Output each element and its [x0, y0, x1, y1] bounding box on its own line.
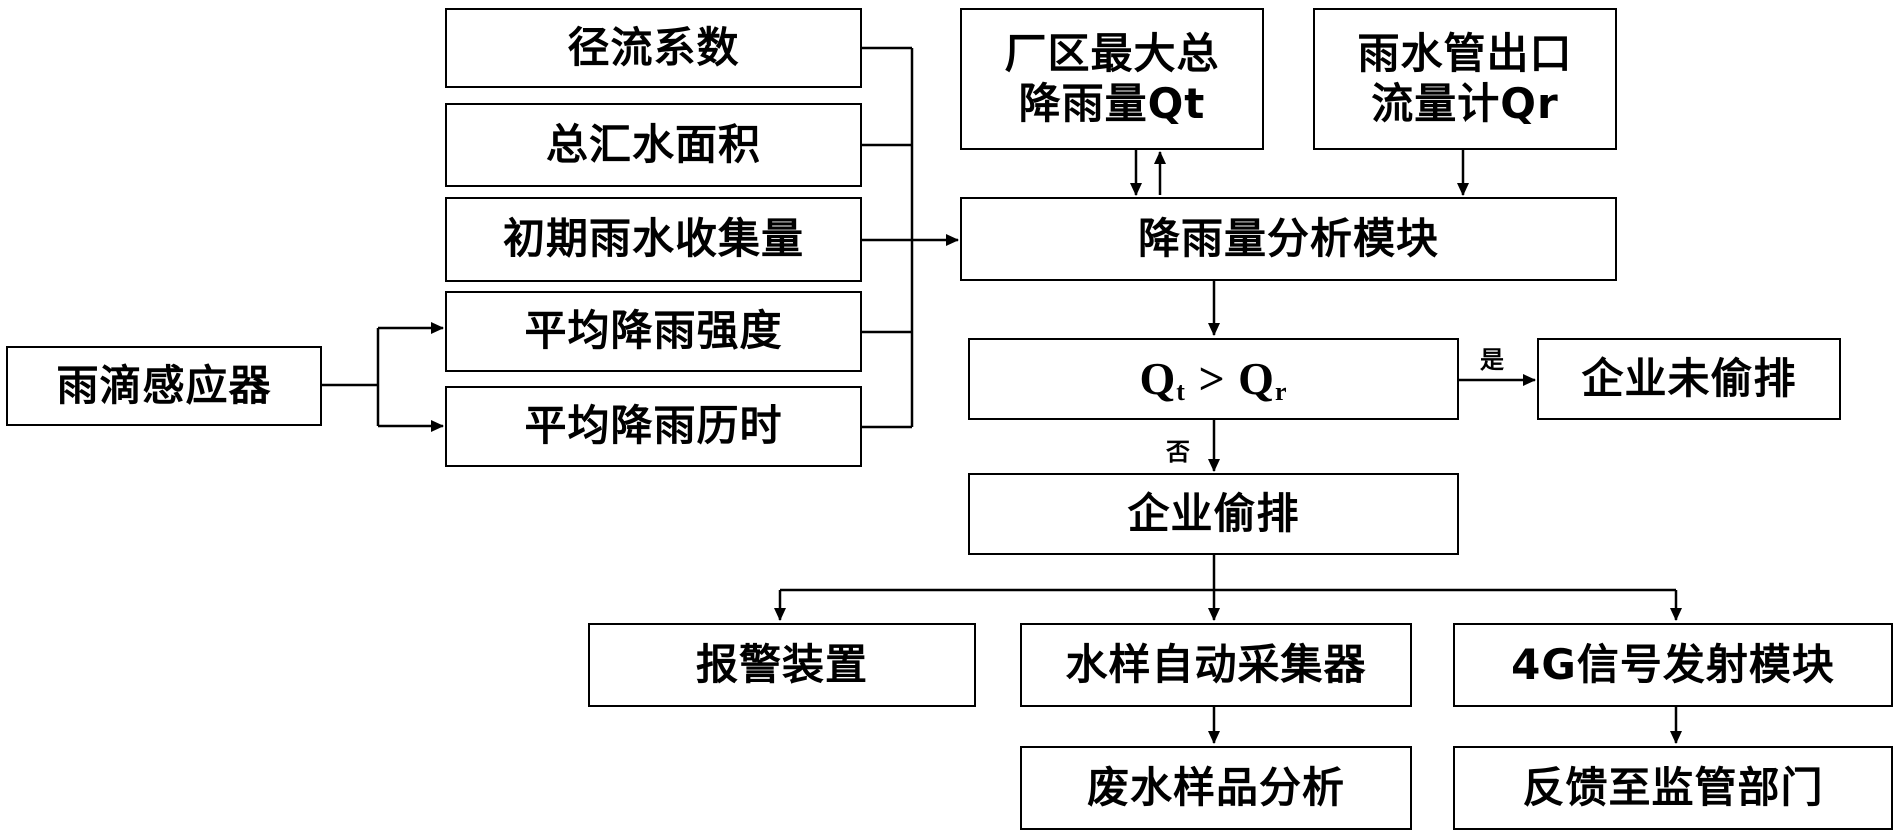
label-yes: 是: [1480, 346, 1504, 374]
comparison-left: Q: [1139, 352, 1177, 404]
label-alarm-device: 报警装置: [695, 639, 868, 689]
comparison-expression: Qt > Qr: [1140, 351, 1288, 407]
label-initial-rain-collection: 初期雨水收集量: [502, 214, 804, 264]
box-runoff-coefficient: 径流系数: [445, 8, 862, 88]
label-no: 否: [1166, 438, 1190, 466]
label-feedback-regulator: 反馈至监管部门: [1522, 762, 1824, 812]
label-no-illegal-discharge: 企业未偷排: [1581, 353, 1797, 403]
comparison-left-sub: t: [1176, 376, 1186, 406]
label-catchment-area: 总汇水面积: [545, 119, 761, 169]
box-water-sampler: 水样自动采集器: [1020, 623, 1412, 707]
box-avg-rain-duration: 平均降雨历时: [445, 386, 862, 467]
comparison-right: Q: [1238, 352, 1275, 404]
label-pipe-outlet-flowmeter-line2: 流量计Qr: [1371, 79, 1559, 128]
box-raindrop-sensor: 雨滴感应器: [6, 346, 322, 426]
label-runoff-coefficient: 径流系数: [567, 22, 740, 72]
box-comparison: Qt > Qr: [968, 338, 1459, 420]
box-initial-rain-collection: 初期雨水收集量: [445, 197, 862, 282]
box-signal-module: 4G信号发射模块: [1453, 623, 1893, 707]
label-signal-module: 4G信号发射模块: [1511, 639, 1835, 689]
box-plant-max-rainfall: 厂区最大总 降雨量Qt: [960, 8, 1264, 150]
box-wastewater-analysis: 废水样品分析: [1020, 746, 1412, 830]
comparison-right-sub: r: [1274, 376, 1288, 406]
label-avg-rain-duration: 平均降雨历时: [524, 401, 783, 451]
label-water-sampler: 水样自动采集器: [1065, 639, 1367, 689]
label-plant-max-rainfall-line1: 厂区最大总: [1004, 28, 1220, 78]
box-catchment-area: 总汇水面积: [445, 103, 862, 187]
label-pipe-outlet-flowmeter-line1: 雨水管出口: [1357, 28, 1573, 78]
box-avg-rain-intensity: 平均降雨强度: [445, 291, 862, 372]
label-plant-max-rainfall-line2: 降雨量Qt: [1018, 79, 1206, 128]
box-rainfall-analysis-module: 降雨量分析模块: [960, 197, 1617, 281]
label-illegal-discharge: 企业偷排: [1127, 488, 1300, 538]
label-wastewater-analysis: 废水样品分析: [1086, 762, 1345, 812]
box-pipe-outlet-flowmeter: 雨水管出口 流量计Qr: [1313, 8, 1617, 150]
box-alarm-device: 报警装置: [588, 623, 976, 707]
label-rainfall-analysis-module: 降雨量分析模块: [1137, 213, 1439, 263]
box-no-illegal-discharge: 企业未偷排: [1537, 338, 1841, 420]
label-avg-rain-intensity: 平均降雨强度: [524, 306, 783, 356]
box-illegal-discharge: 企业偷排: [968, 473, 1459, 555]
comparison-operator: >: [1198, 352, 1226, 404]
box-feedback-regulator: 反馈至监管部门: [1453, 746, 1893, 830]
label-raindrop-sensor: 雨滴感应器: [56, 360, 272, 410]
